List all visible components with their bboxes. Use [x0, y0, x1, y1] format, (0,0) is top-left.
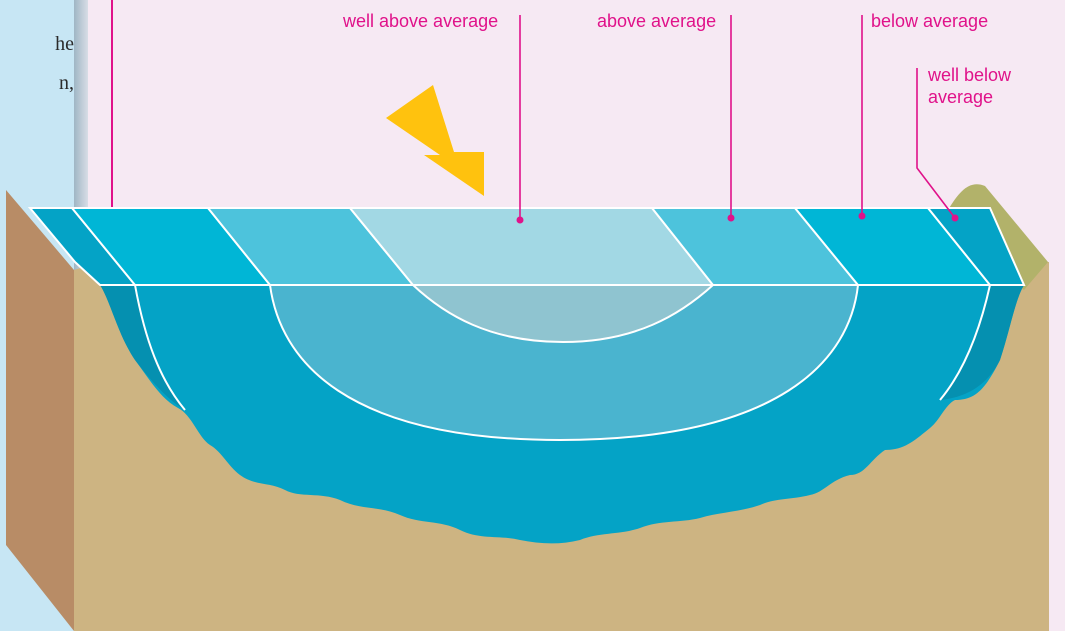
surface-well-below-right — [925, 207, 1026, 286]
label-well-above-average: well above average — [343, 11, 499, 31]
leader-dot-well-below — [951, 214, 959, 222]
label-below-average: below average — [871, 11, 989, 31]
sunlight-arrow-icon — [386, 85, 484, 196]
surface-well-below-left — [27, 207, 138, 286]
surface-well-above — [347, 207, 716, 286]
leader-well-below — [916, 68, 956, 219]
basin-right-wall — [940, 285, 1024, 400]
text-fragment-1: he — [55, 33, 74, 55]
earth-side — [6, 190, 74, 631]
boundary-right — [939, 284, 991, 401]
zone-above-subsurface — [268, 284, 860, 442]
label-well-below-average: well below average — [928, 65, 1012, 107]
boundary-left — [134, 284, 186, 411]
leader-dot-above — [727, 214, 735, 222]
leader-dot-well-above — [516, 216, 524, 224]
text-fragment-2: n, — [59, 72, 74, 94]
leader-dot-below — [858, 212, 866, 220]
label-above-average: above average — [597, 11, 717, 31]
zone-well-above-subsurface — [410, 284, 716, 344]
